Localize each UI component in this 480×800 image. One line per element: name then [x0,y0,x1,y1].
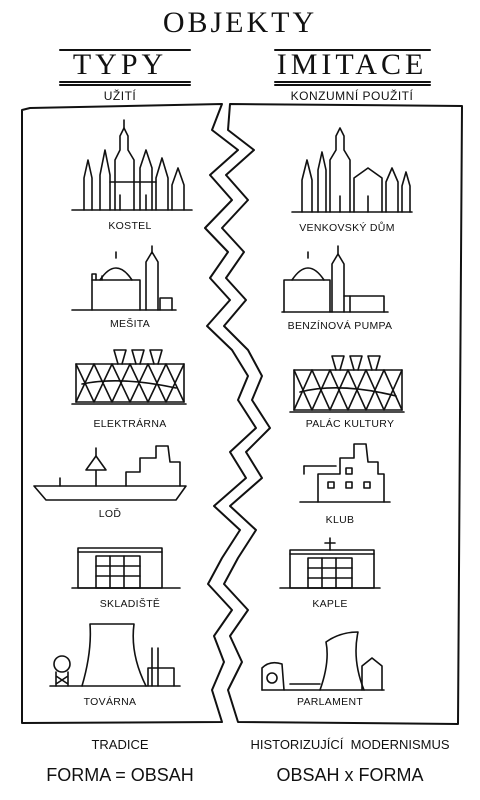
skladiste-drawing [71,547,181,589]
tovarna-drawing [49,623,181,687]
mesita-drawing [71,245,177,311]
benzinova-pumpa-drawing [281,245,389,313]
label-benzinova-pumpa: BENZÍNOVÁ PUMPA [287,320,393,332]
right-heading: IMITACE [276,48,428,81]
label-venkovsky-dum: VENKOVSKÝ DŮM [299,222,395,234]
left-footer: TRADICE [91,737,149,752]
palac-kultury-drawing [289,355,405,413]
right-panel-frame [221,103,463,725]
right-subheading: KONZUMNÍ POUŽITÍ [290,89,414,103]
label-elektrarna: ELEKTRÁRNA [93,418,167,430]
label-kostel: KOSTEL [108,220,152,232]
label-skladiste: SKLADIŠTĚ [99,598,161,610]
label-lod: LOĎ [98,508,122,520]
label-parlament: PARLAMENT [296,696,364,708]
diagram-title: OBJEKTY [162,6,318,39]
elektrarna-drawing [71,349,187,405]
label-tovarna: TOVÁRNA [83,696,137,708]
klub-drawing [299,443,391,503]
venkovsky-dum-drawing [291,127,413,213]
left-panel-frame [21,103,257,724]
label-mesita: MEŠITA [109,318,151,330]
kostel-drawing [71,119,193,211]
right-formula: OBSAH x FORMA [276,765,424,785]
right-heading-underlines [274,49,431,86]
left-formula: FORMA = OBSAH [46,765,194,785]
left-heading: TYPY [72,48,168,81]
label-klub: KLUB [325,514,355,526]
kaple-drawing [279,537,381,589]
left-subheading: UŽITÍ [103,89,137,103]
left-heading-underlines [59,49,191,86]
lod-drawing [33,445,187,501]
parlament-drawing [261,631,385,691]
right-footer: HISTORIZUJÍCÍ MODERNISMUS [250,737,450,752]
label-palac-kultury: PALÁC KULTURY [305,418,395,430]
label-kaple: KAPLE [312,598,348,610]
